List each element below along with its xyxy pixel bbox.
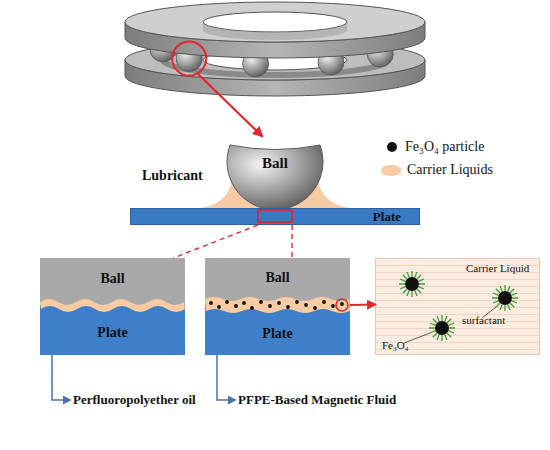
node-text: Plate xyxy=(373,209,401,224)
ball-shape xyxy=(227,145,323,210)
particle-dot xyxy=(313,306,317,310)
zoom-arrow xyxy=(198,74,262,136)
particle-dot xyxy=(286,305,290,309)
dashed-zoom-line xyxy=(291,225,293,258)
node-text: Carrier Liquid xyxy=(466,260,529,276)
ball: Ball xyxy=(230,140,320,210)
particle-dot xyxy=(234,304,238,308)
particle-dot xyxy=(242,301,246,305)
particle-dot xyxy=(259,300,263,304)
particle-dot xyxy=(295,300,299,304)
node-text: Ball xyxy=(262,155,288,171)
node-text: Plate xyxy=(97,325,127,341)
node-text: Plate xyxy=(262,326,292,342)
particle-dot xyxy=(225,300,229,304)
leader-arrow xyxy=(52,355,70,400)
top-washer-face xyxy=(125,2,425,42)
legend-text: Carrier Liquids xyxy=(407,162,493,178)
particle-dot xyxy=(331,304,335,308)
washer-bore xyxy=(203,12,347,32)
fluid-label: PFPE-Based Magnetic Fluid xyxy=(238,392,396,408)
node-text: Fe₃O₄ xyxy=(382,337,409,353)
fluid-label: Perfluoropolyether oil xyxy=(73,392,196,408)
callout-label: Lubricant xyxy=(142,168,203,184)
particle-dot xyxy=(268,304,272,308)
dashed-zoom-line xyxy=(173,225,257,258)
node-text: Ball xyxy=(265,270,289,286)
particle-dot xyxy=(304,303,308,307)
leader-line xyxy=(482,307,496,318)
leader-arrow xyxy=(217,355,235,400)
contact-highlight xyxy=(258,210,292,222)
particle-dot xyxy=(217,305,221,309)
zoom-arrow xyxy=(350,304,375,306)
plate-region: Plate xyxy=(205,305,350,355)
thrust-bearing xyxy=(125,2,425,96)
particle-dot xyxy=(209,301,213,305)
coated-particle xyxy=(399,271,425,297)
ball-outline xyxy=(230,140,320,210)
node-text: Ball xyxy=(100,271,124,287)
oil-film xyxy=(40,299,185,312)
particle-dot xyxy=(277,301,281,305)
ball-region: Ball xyxy=(40,258,185,305)
particle-dot xyxy=(322,300,326,304)
ball-region: Ball xyxy=(205,258,350,305)
particle-dots xyxy=(209,300,344,310)
plate-region: Plate xyxy=(40,305,185,355)
legend-text: Fe₃O₄ particle xyxy=(405,139,484,155)
zoom-inset: Carrier Liquid surfactantFe₃O₄ xyxy=(375,258,540,355)
magnetic-fluid-film xyxy=(205,297,350,313)
particle-dot xyxy=(340,302,344,306)
legend-row: Carrier Liquids xyxy=(381,162,493,178)
highlight-circle xyxy=(172,42,206,76)
legend-swatch xyxy=(381,165,401,176)
zoom-circle xyxy=(336,299,348,311)
legend-swatch xyxy=(387,142,397,152)
leader-line xyxy=(404,333,430,343)
legend-row: Fe₃O₄ particle xyxy=(387,139,484,155)
coated-particle xyxy=(429,315,455,341)
particle-dot xyxy=(250,306,254,310)
bore-wall xyxy=(203,22,347,40)
node-text: surfactant xyxy=(462,312,505,328)
